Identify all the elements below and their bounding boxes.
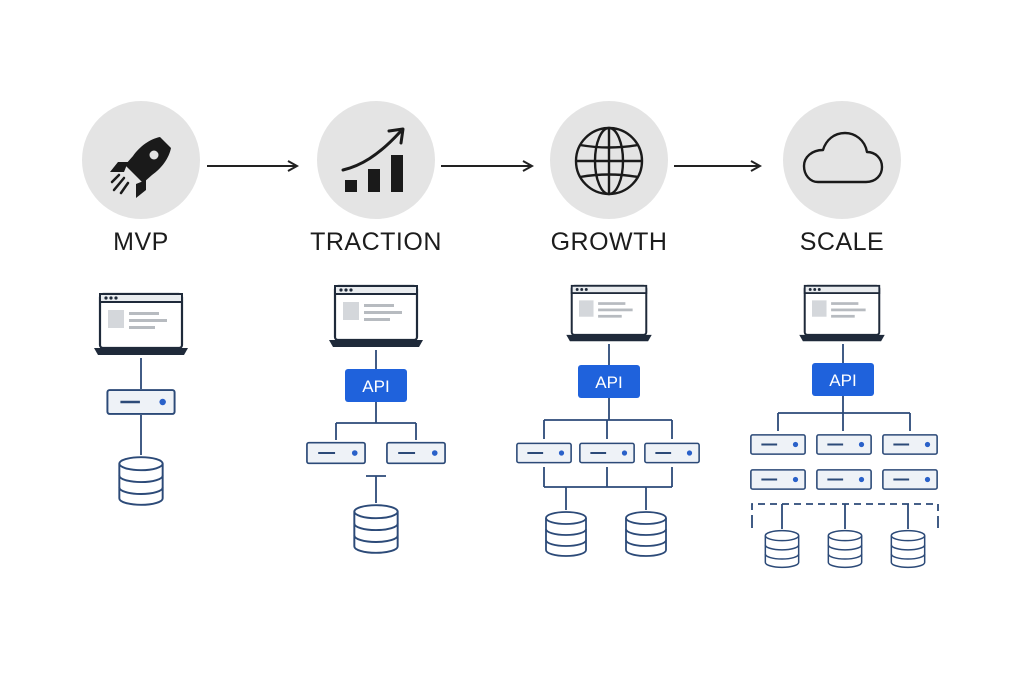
database	[827, 529, 863, 569]
rocket-icon	[110, 137, 171, 198]
mvp-icon-circle	[82, 101, 200, 219]
globe-icon	[574, 126, 644, 196]
client-laptop	[92, 292, 190, 357]
server	[749, 433, 807, 456]
server	[815, 433, 873, 456]
api-gateway-label: API	[829, 371, 856, 390]
database	[353, 504, 399, 554]
database	[545, 511, 587, 557]
client-laptop	[327, 284, 425, 349]
database	[890, 529, 926, 569]
server	[881, 468, 939, 491]
stage-label-mvp: MVP	[113, 228, 169, 256]
server	[385, 441, 447, 465]
api-gateway-label: API	[362, 377, 389, 396]
traction-icon-circle	[317, 101, 435, 219]
server	[643, 442, 701, 464]
traction-architecture: API	[305, 284, 447, 554]
api-gateway	[812, 363, 874, 396]
mvp-architecture	[92, 292, 190, 506]
client-laptop	[798, 284, 886, 343]
scale-architecture: API	[749, 284, 939, 569]
server	[815, 468, 873, 491]
cloud-icon	[802, 131, 884, 184]
server	[305, 441, 367, 465]
server	[578, 442, 636, 464]
growth-architecture: API	[515, 284, 701, 557]
api-gateway	[345, 369, 407, 402]
stage-label-scale: SCALE	[799, 228, 885, 256]
server	[881, 433, 939, 456]
api-gateway-label: API	[595, 373, 622, 392]
database	[118, 456, 164, 506]
stage-label-growth: GROWTH	[550, 228, 668, 256]
server	[749, 468, 807, 491]
growth-icon-circle	[550, 101, 668, 219]
api-gateway	[578, 365, 640, 398]
growth-chart-icon	[341, 127, 405, 192]
database	[625, 511, 667, 557]
database	[764, 529, 800, 569]
server	[106, 388, 176, 416]
server	[515, 442, 573, 464]
stage-label-traction: TRACTION	[310, 228, 442, 256]
client-laptop	[565, 284, 653, 343]
scale-icon-circle	[783, 101, 901, 219]
